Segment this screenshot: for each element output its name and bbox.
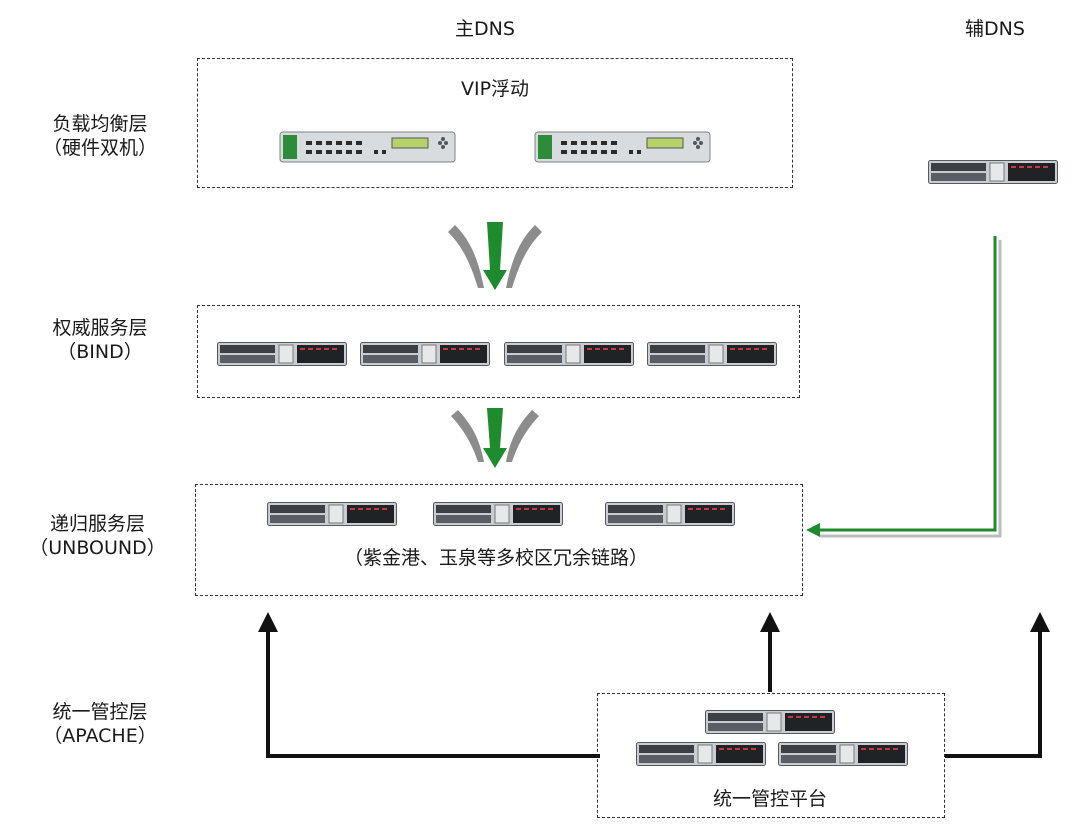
layer-sub: （硬件双机）: [42, 137, 157, 159]
layer-label-recursive: 递归服务层 （UNBOUND）: [10, 512, 185, 560]
secondary-dns-header: 辅DNS: [965, 18, 1025, 40]
layer-label-authoritative: 权威服务层 （BIND）: [30, 316, 170, 364]
layer-name: 统一管控层: [52, 701, 148, 723]
control-server-1: [705, 710, 835, 734]
layer-sub: （APACHE）: [43, 725, 157, 747]
authoritative-server-1: [217, 342, 347, 366]
authoritative-server-3: [504, 342, 634, 366]
control-server-3: [778, 742, 908, 766]
layer-name: 递归服务层: [49, 513, 145, 535]
funnel-arrow-top: [448, 222, 542, 290]
recursive-server-3: [605, 502, 735, 526]
layer-name: 负载均衡层: [52, 113, 148, 135]
control-server-2: [636, 742, 766, 766]
layer-name: 权威服务层: [52, 317, 148, 339]
authoritative-box: [197, 305, 800, 398]
recursive-note: （紫金港、玉泉等多校区冗余链路）: [343, 547, 649, 569]
funnel-arrow-middle: [451, 408, 539, 468]
layer-label-control: 统一管控层 （APACHE）: [20, 700, 180, 748]
load-balancer-appliance-2: [534, 131, 711, 163]
layer-label-load-balance: 负载均衡层 （硬件双机）: [30, 112, 170, 160]
layer-sub: （BIND）: [57, 341, 143, 363]
load-balance-box: [197, 58, 793, 188]
control-platform-label: 统一管控平台: [712, 788, 828, 810]
primary-dns-header: 主DNS: [455, 18, 515, 40]
secondary-to-recursive-arrow: [806, 236, 1002, 538]
recursive-server-2: [433, 502, 563, 526]
recursive-server-1: [267, 502, 397, 526]
control-arrows: [258, 612, 1050, 758]
secondary-dns-server: [928, 160, 1058, 184]
authoritative-server-2: [360, 342, 490, 366]
load-balancer-appliance-1: [279, 131, 456, 163]
layer-sub: （UNBOUND）: [29, 537, 166, 559]
recursive-box: [195, 484, 803, 596]
vip-float-label: VIP浮动: [460, 78, 530, 100]
authoritative-server-4: [647, 342, 777, 366]
